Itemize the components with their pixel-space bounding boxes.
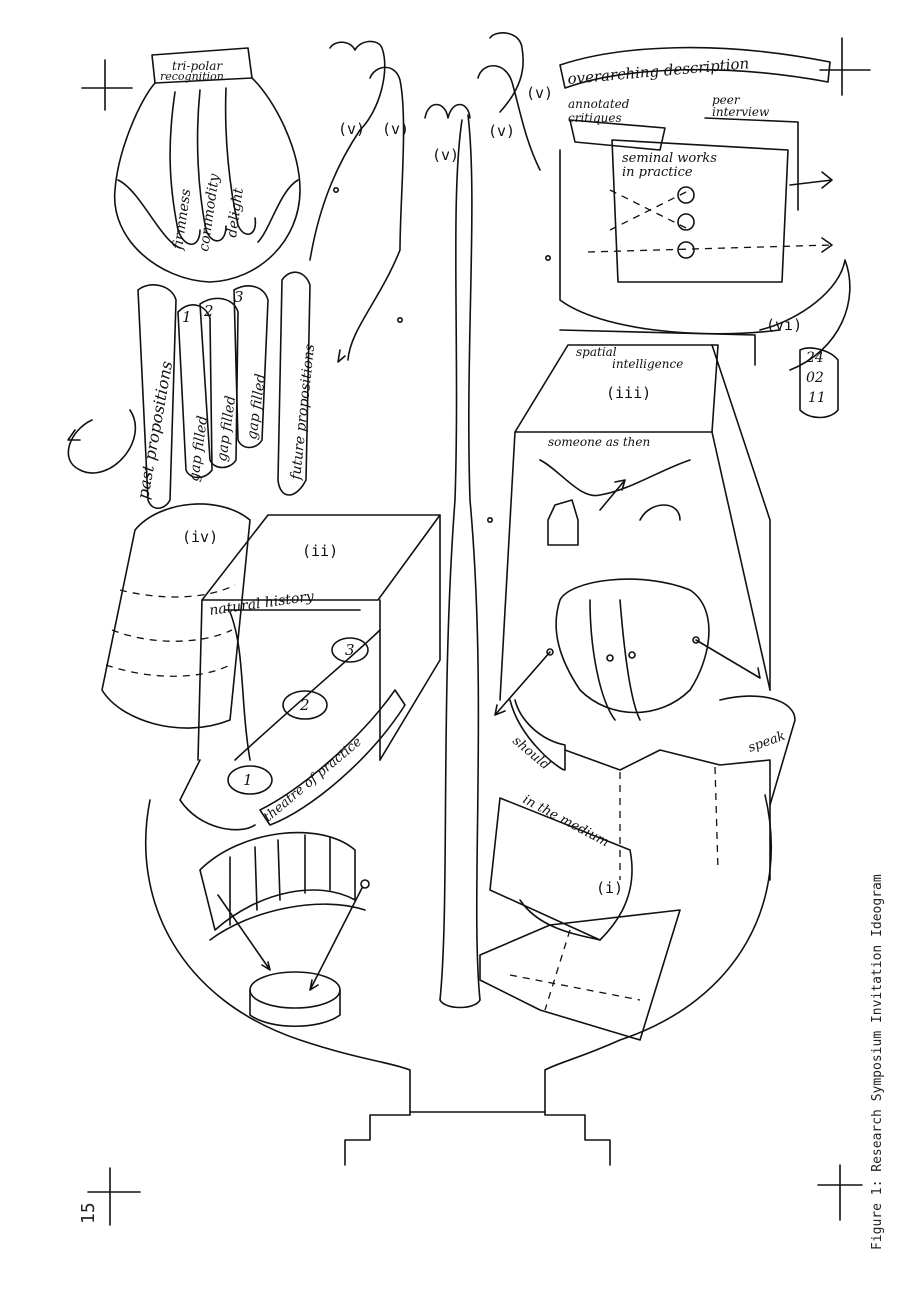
label-past-propositions: past propositions xyxy=(133,360,176,501)
label-spatial: spatial xyxy=(576,345,617,359)
arch-disc xyxy=(199,831,370,1028)
label-recognition: recognition xyxy=(160,70,224,83)
cone-iv xyxy=(101,503,251,729)
numeral-v-4: (v) xyxy=(488,122,515,140)
label-date-month: 02 xyxy=(806,370,824,386)
numeral-ii: (ii) xyxy=(302,542,338,560)
label-num-2: 2 xyxy=(203,302,214,320)
label-overarching-description: overarching description xyxy=(567,54,750,88)
label-disc-3: 3 xyxy=(345,641,355,659)
label-speak: speak xyxy=(746,729,787,756)
label-firmness: firmness xyxy=(170,188,194,252)
label-disc-2: 2 xyxy=(299,696,310,714)
numeral-iv: (iv) xyxy=(182,528,218,546)
label-interview: interview xyxy=(712,105,770,119)
crop-marks xyxy=(81,37,871,1226)
heads-group xyxy=(494,578,796,881)
natural-history-box xyxy=(179,514,441,831)
label-theatre-of-practice: theatre of practice xyxy=(261,734,365,825)
propositions-scrolls xyxy=(67,271,346,510)
numeral-i: (i) xyxy=(596,879,623,897)
numeral-v-3: (v) xyxy=(432,146,459,164)
label-someone-as-then: someone as then xyxy=(548,435,650,449)
label-gap-filled-1: gap filled xyxy=(186,415,211,483)
label-intelligence: intelligence xyxy=(612,357,683,371)
numeral-v-1: (v) xyxy=(338,120,365,138)
label-peer: peer xyxy=(712,93,741,107)
label-natural-history: natural history xyxy=(208,588,316,619)
tri-polar-bowl xyxy=(113,47,301,283)
label-critiques: critiques xyxy=(568,111,622,125)
label-delight: delight xyxy=(224,187,247,239)
figure-caption: Figure 1: Research Symposium Invitation … xyxy=(870,874,885,1250)
columns-v xyxy=(309,32,551,523)
page-number: 15 xyxy=(78,1202,99,1224)
overarching-frame xyxy=(559,46,851,419)
central-vessel xyxy=(144,114,773,1166)
label-in-the-medium: in the medium xyxy=(520,792,611,850)
label-annotated: annotated xyxy=(568,97,630,111)
medium-panel xyxy=(479,797,681,1041)
label-future-propositions: future propositions xyxy=(288,343,318,481)
label-date-year: 11 xyxy=(808,390,826,406)
numeral-vi: (vi) xyxy=(766,316,802,334)
numeral-v-5: (v) xyxy=(526,84,553,102)
label-num-3: 3 xyxy=(234,288,244,306)
label-disc-1: 1 xyxy=(243,771,253,789)
spatial-intelligence-box xyxy=(499,344,771,701)
numeral-iii: (iii) xyxy=(606,384,651,402)
label-in-practice: in practice xyxy=(622,165,693,180)
numeral-v-2: (v) xyxy=(382,120,409,138)
label-seminal-works: seminal works xyxy=(622,151,717,166)
label-tri-polar: tri-polar xyxy=(172,59,223,73)
label-num-1: 1 xyxy=(182,308,192,326)
label-gap-filled-3: gap filled xyxy=(244,373,269,441)
label-date-day: 24 xyxy=(805,350,824,366)
